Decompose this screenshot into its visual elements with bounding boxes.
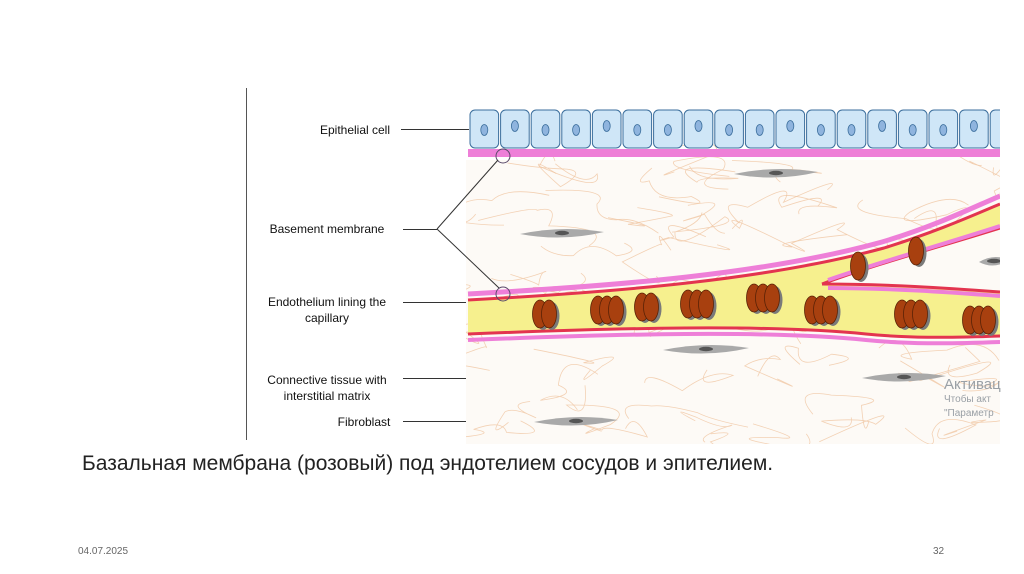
footer-date: 04.07.2025 (78, 546, 128, 557)
activation-watermark: Активац Чтобы акт "Параметр (944, 376, 1001, 421)
slide-caption: Базальная мембрана (розовый) под эндотел… (82, 452, 773, 476)
watermark-line2: "Параметр (944, 407, 1001, 421)
watermark-line1: Чтобы акт (944, 393, 1001, 407)
leader-bm-to-capillary (437, 229, 499, 288)
page-number: 32 (933, 546, 944, 557)
watermark-title: Активац (944, 376, 1001, 393)
leader-bm-to-epithelium (437, 160, 498, 229)
